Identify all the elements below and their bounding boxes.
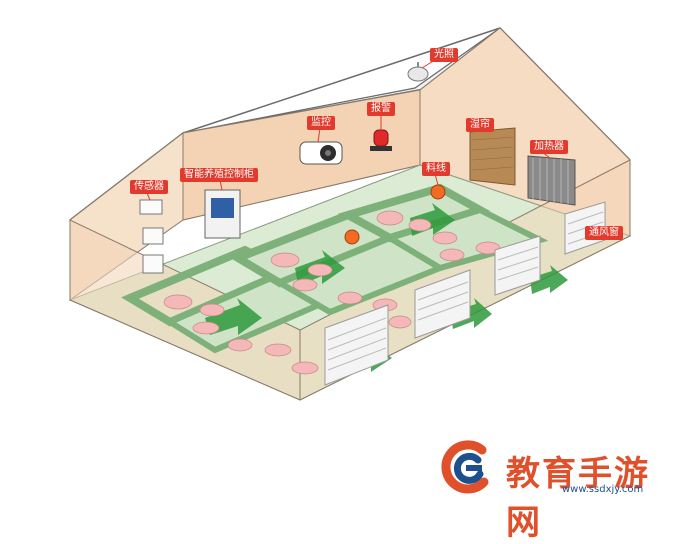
watermark-logo-icon (441, 440, 489, 494)
pig-icon (439, 248, 465, 262)
label-feeder: 料线 (422, 162, 450, 176)
wet-curtain-panel (469, 127, 516, 186)
label-wet-curtain: 湿帘 (466, 118, 494, 132)
sensor-boxes (139, 199, 164, 274)
controller-cabinet (204, 189, 241, 239)
pig-icon (264, 343, 292, 357)
vent-window (414, 269, 471, 339)
watermark-title: 教育手游网 (506, 454, 650, 543)
pig-icon (199, 303, 225, 317)
barn-diagram: 光照 监控 报警 湿帘 加热器 传感器 智能养殖控制柜 料线 通风窗 教育手游网… (68, 27, 648, 543)
pig-icon (337, 291, 363, 305)
pig-icon (227, 338, 253, 352)
arrow-icon (530, 265, 568, 294)
label-monitor: 监控 (307, 116, 335, 130)
barn-illustration (68, 27, 632, 401)
label-vent-window: 通风窗 (585, 226, 623, 240)
label-sensor: 传感器 (130, 180, 168, 194)
feeder-icon (430, 184, 446, 200)
arrow-icon (205, 298, 262, 335)
feeder-icon (344, 229, 360, 245)
heater-panel (527, 155, 576, 206)
alarm-light (370, 129, 392, 151)
pig-icon (163, 294, 193, 310)
label-alarm: 报警 (367, 102, 395, 116)
pig-icon (432, 231, 458, 245)
label-light: 光照 (430, 48, 458, 62)
pig-icon (388, 315, 412, 329)
watermark-url: www.ssdxjy.com (562, 484, 644, 495)
pigs (163, 210, 501, 375)
monitor-camera (299, 141, 343, 165)
pig-icon (270, 252, 300, 268)
pig-icon (376, 210, 404, 226)
pig-icon (408, 218, 432, 232)
label-controller: 智能养殖控制柜 (180, 168, 258, 182)
vent-window (494, 235, 541, 296)
pig-icon (292, 278, 318, 292)
pig-icon (291, 361, 319, 375)
label-heater: 加热器 (530, 140, 568, 154)
pig-icon (307, 263, 333, 277)
light-fixture (407, 62, 429, 82)
feeders (344, 184, 446, 245)
pig-icon (192, 321, 220, 335)
